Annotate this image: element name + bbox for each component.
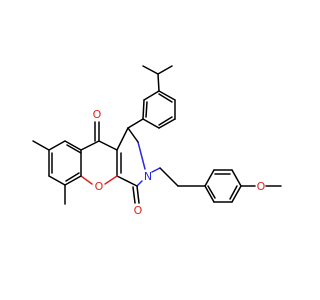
methoxy-oxygen-label: O	[257, 180, 266, 193]
bond	[98, 140, 118, 151]
bond	[158, 93, 173, 103]
bond	[158, 118, 176, 129]
bond	[104, 175, 118, 185]
chromene-ring	[80, 140, 118, 185]
bond	[142, 118, 160, 129]
bond	[80, 140, 100, 151]
bond	[48, 175, 66, 186]
methoxyphenyl-ring	[204, 169, 242, 203]
dimethylbenzo-ring	[32, 140, 82, 205]
bond	[157, 65, 173, 75]
bond	[136, 185, 140, 204]
bond	[136, 180, 143, 187]
bond	[145, 101, 148, 118]
bond	[159, 167, 179, 187]
bond	[64, 140, 82, 151]
bond	[207, 185, 216, 199]
bond	[143, 90, 160, 101]
molecule-diagram: O O O N O	[32, 65, 282, 217]
ketone-carbonyl	[94, 121, 118, 151]
bond	[32, 140, 50, 151]
bond	[116, 127, 129, 151]
lactam-oxygen-label: O	[134, 204, 143, 217]
bond	[158, 116, 173, 126]
ring-oxygen-label: O	[95, 180, 104, 193]
bond	[132, 186, 136, 204]
pyrrolone-ring	[116, 127, 146, 187]
ketone-oxygen-label: O	[93, 108, 102, 121]
bond	[64, 175, 82, 186]
bond	[80, 175, 93, 185]
bond	[127, 127, 139, 143]
bond	[204, 169, 215, 187]
molecule-structure: O O O N O	[32, 65, 282, 217]
isopropylphenyl-ring	[142, 90, 176, 129]
bond	[66, 144, 82, 154]
ethyl-linker	[151, 167, 206, 187]
bond	[151, 167, 161, 173]
nitrogen-label: N	[144, 170, 152, 183]
atom-labels: O O O N O	[93, 108, 266, 217]
bond	[231, 169, 242, 187]
bond	[137, 141, 146, 170]
bond	[127, 118, 144, 129]
isopropyl-group	[142, 65, 173, 92]
bond	[157, 73, 160, 92]
bond	[142, 65, 159, 75]
bond	[116, 175, 138, 187]
bond	[204, 185, 215, 203]
lactam-carbonyl	[132, 185, 140, 204]
bond	[231, 185, 242, 203]
bond	[142, 99, 145, 120]
bond	[229, 185, 238, 200]
bond	[65, 172, 80, 182]
bond	[48, 140, 66, 151]
bond	[158, 90, 176, 101]
